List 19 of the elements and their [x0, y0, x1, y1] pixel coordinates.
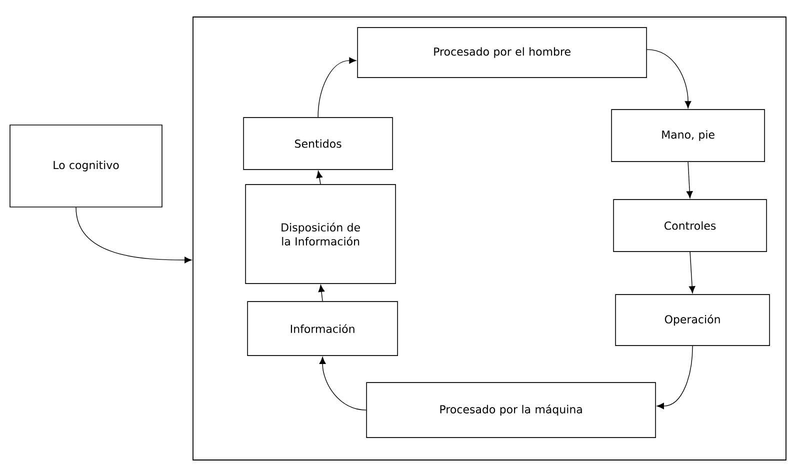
process-box: Disposición de la Información: [245, 184, 396, 284]
process-box: Información: [247, 301, 398, 356]
arrow: [688, 252, 696, 294]
arrow: [656, 346, 693, 410]
arrow: [316, 170, 323, 184]
arrow: [76, 207, 192, 264]
process-box: Controles: [613, 199, 767, 252]
frame: [192, 16, 786, 460]
arrow: [319, 356, 366, 410]
process-box: Sentidos: [243, 117, 393, 170]
process-box: Operación: [615, 294, 770, 346]
arrow: [646, 49, 692, 108]
process-box: Procesado por la máquina: [366, 382, 656, 438]
arrow: [686, 162, 693, 198]
arrow: [318, 284, 325, 302]
process-box: Procesado por el hombre: [357, 27, 647, 78]
process-box: Mano, pie: [611, 109, 765, 162]
arrow: [318, 57, 356, 118]
process-box: Lo cognitivo: [10, 124, 162, 208]
